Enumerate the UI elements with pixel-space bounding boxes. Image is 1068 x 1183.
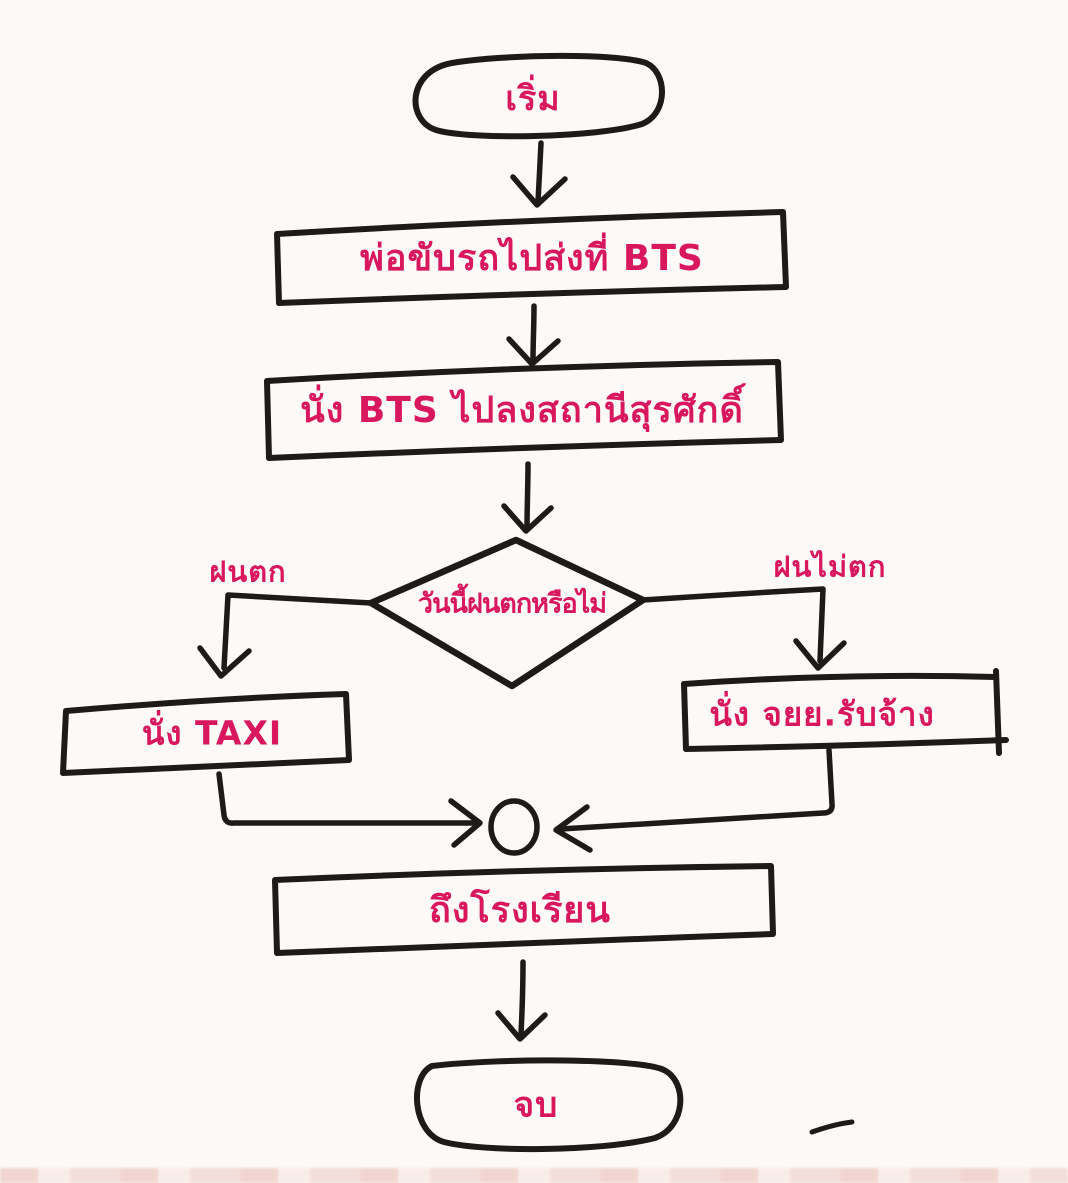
process-box-bts: [264, 359, 784, 461]
connector-arrive-to-end: [495, 959, 548, 1042]
connector-taxi-to-merge: [216, 771, 483, 848]
process-taxi-label: นั่ง TAXI: [141, 713, 283, 753]
connector-start-to-step1: [510, 140, 568, 208]
process-box-arrive: [272, 863, 776, 956]
connector-decision-to-taxi: [197, 592, 374, 679]
branch-no-rain-label: ฝนไม่ตก: [773, 549, 887, 584]
decision-label: วันนี้ฝนตกหรือไม่: [417, 588, 607, 620]
end-terminator-pen-tick: [809, 1119, 855, 1135]
end-terminator-shape: [414, 1057, 684, 1153]
scan-edge-artifact: [0, 1168, 1068, 1183]
process-box-taxi: [60, 691, 352, 776]
process-drive-label: พ่อขับรถไปส่งที่ BTS: [360, 238, 704, 279]
process-box-drive: [274, 209, 789, 306]
connector-decision-to-motorbike: [640, 586, 847, 671]
process-motorbike-label: นั่ง จยย.รับจ้าง: [709, 694, 935, 734]
connector-step1-to-step2: [506, 303, 561, 367]
connector-motorbike-to-merge: [553, 747, 835, 853]
end-label: จบ: [513, 1085, 559, 1126]
process-box-motorbike: [681, 668, 1009, 756]
process-arrive-label: ถึงโรงเรียน: [429, 890, 611, 931]
connector-step2-to-decision: [501, 461, 554, 534]
start-label: เริ่ม: [505, 79, 561, 119]
branch-rain-label: ฝนตก: [209, 554, 287, 589]
start-terminator-shape: [412, 52, 665, 140]
merge-circle: [488, 798, 540, 856]
decision-diamond-shape: [367, 536, 647, 690]
process-bts-label: นั่ง BTS ไปลงสถานีสุรศักดิ์: [300, 390, 744, 431]
